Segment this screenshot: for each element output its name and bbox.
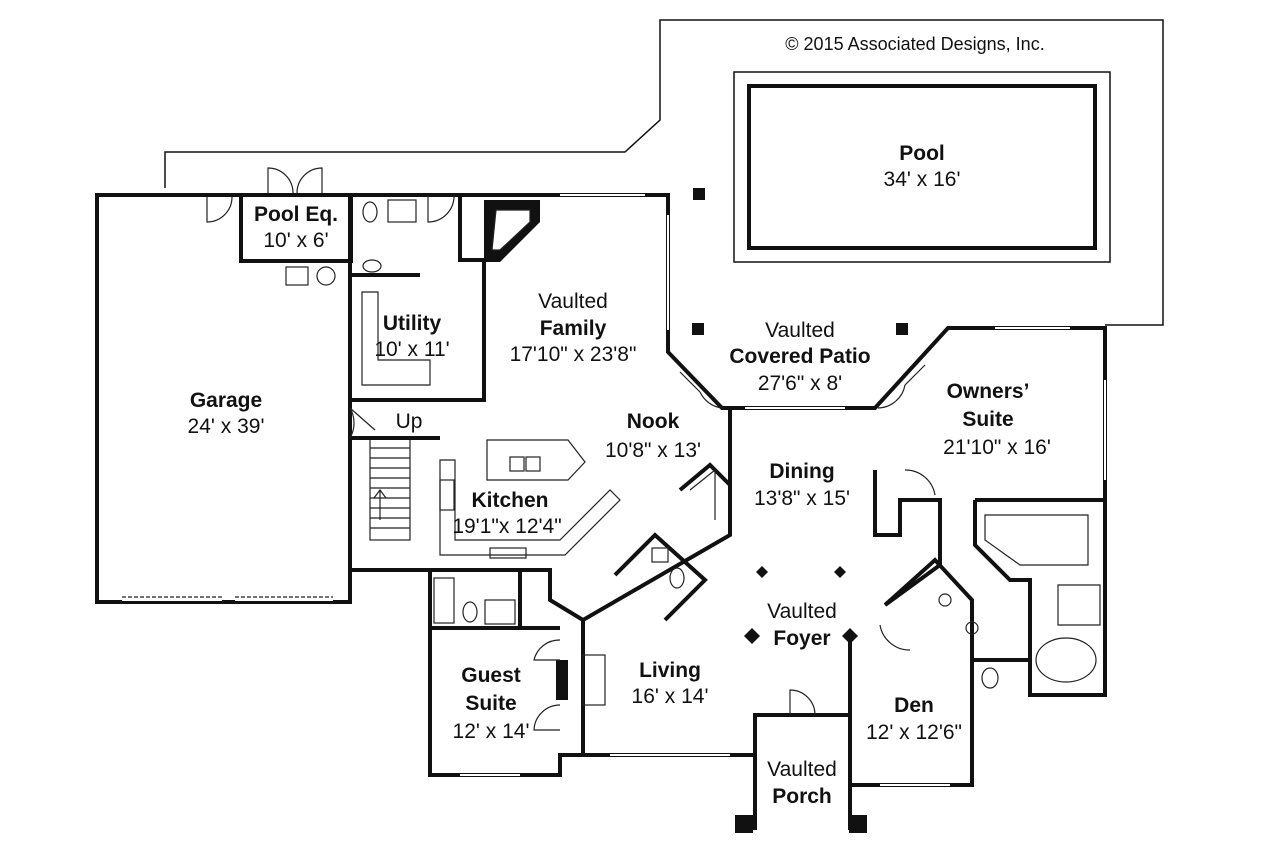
nook-label: Nook: [627, 410, 680, 433]
den-label: Den: [894, 694, 934, 717]
family-prefix: Vaulted: [538, 290, 608, 313]
sink: [362, 259, 382, 273]
owners-sink-2: [965, 621, 979, 635]
den-size: 12' x 12'6": [866, 721, 962, 744]
nook-patio-door: [679, 371, 723, 409]
den-door: [879, 624, 911, 651]
patio-label: Covered Patio: [729, 345, 870, 368]
stair-treads: [370, 447, 410, 529]
pool-equipment-box: [285, 266, 309, 286]
foyer-column-2: [834, 566, 846, 578]
family-size: 17'10" x 23'8": [510, 343, 637, 366]
owners-toilet: [981, 667, 999, 689]
patio-post-1: [693, 188, 705, 200]
guest-size: 12' x 14': [453, 720, 530, 743]
owners-tub-deck: [984, 514, 1089, 566]
pantry-shelves: [689, 468, 716, 520]
garage-size: 24' x 39': [188, 415, 265, 438]
pool-deck-outline: [164, 19, 1164, 326]
nook-size: 10'8" x 13': [605, 439, 701, 462]
garage-side-door: [206, 196, 233, 223]
powder-sink: [651, 547, 669, 563]
cooktop: [489, 547, 527, 559]
shower: [387, 199, 417, 223]
foyer-column-3: [744, 628, 760, 644]
utility-label: Utility: [383, 312, 442, 335]
kitchen-sink-1: [509, 456, 525, 472]
porch-label: Porch: [772, 785, 832, 808]
hall-vanity: [484, 599, 516, 625]
owners-label-line1: Owners’: [947, 380, 1030, 403]
patio-size: 27'6" x 8': [758, 372, 842, 395]
toilet: [362, 201, 378, 223]
main-house-walls: [460, 193, 1107, 787]
entry-door: [789, 689, 816, 716]
patio-post-2: [692, 323, 704, 335]
owners-sink-1: [938, 593, 952, 607]
living-label: Living: [639, 659, 701, 682]
owners-vanity-walls: [883, 557, 974, 660]
pool-eq-size: 10' x 6': [263, 229, 328, 252]
powder-toilet: [669, 567, 685, 589]
stairs-up-label: Up: [396, 410, 423, 433]
copyright-notice: © 2015 Associated Designs, Inc.: [785, 34, 1044, 54]
main-house-walls-west: [348, 400, 732, 777]
pool-inner: [747, 84, 1097, 250]
porch-post-2: [849, 815, 867, 833]
porch-walls: [753, 715, 852, 830]
guest-closet-door: [533, 704, 561, 731]
foyer-column-1: [756, 566, 768, 578]
pool-eq-label: Pool Eq.: [254, 203, 338, 226]
stairs: [369, 437, 411, 541]
pool: [733, 71, 1111, 263]
fireplace-hearth: [491, 209, 531, 251]
hall-tub: [433, 577, 455, 624]
fridge: [439, 479, 455, 511]
kitchen-counter: [439, 459, 621, 556]
owners-size: 21'10" x 16': [943, 436, 1051, 459]
utility-door: [427, 194, 455, 223]
living-fireplace: [582, 654, 606, 706]
stair-door: [349, 407, 376, 439]
guest-door: [533, 639, 561, 661]
porch-prefix: Vaulted: [767, 758, 837, 781]
pantry-walls: [678, 462, 732, 492]
owners-label-line2: Suite: [962, 408, 1013, 431]
porch-post-1: [735, 815, 753, 833]
utility-counter: [361, 291, 431, 386]
dining-size: 13'8" x 15': [754, 487, 850, 510]
family-label: Family: [540, 317, 607, 340]
kitchen-size: 19'1"x 12'4": [452, 515, 561, 538]
kitchen-sink-2: [525, 456, 541, 472]
foyer-prefix: Vaulted: [767, 600, 837, 623]
owners-shower: [1057, 584, 1101, 626]
dining-label: Dining: [769, 460, 834, 483]
patio-prefix: Vaulted: [765, 319, 835, 342]
owners-patio-door: [877, 364, 926, 409]
owners-soaking-tub: [1035, 637, 1097, 683]
guest-label-line1: Guest: [461, 664, 521, 687]
pool-equipment-tank: [316, 266, 336, 286]
pool-size: 34' x 16': [884, 168, 961, 191]
owners-door: [904, 469, 936, 496]
guest-label-line2: Suite: [465, 692, 516, 715]
pool-eq-door: [267, 167, 323, 194]
powder-room-walls: [613, 532, 708, 622]
foyer-column-4: [842, 628, 858, 644]
guest-closet-block: [556, 660, 568, 700]
foyer-label: Foyer: [773, 627, 830, 650]
owners-bath-walls: [973, 500, 1032, 660]
patio-post-3: [896, 323, 908, 335]
kitchen-label: Kitchen: [471, 489, 548, 512]
garage-label: Garage: [190, 389, 262, 412]
utility-walls: [348, 193, 486, 402]
utility-size: 10' x 11': [374, 338, 449, 361]
hall-toilet: [462, 601, 478, 623]
pool-label: Pool: [899, 142, 945, 165]
stair-arrow: [373, 489, 387, 520]
kitchen-island: [486, 439, 586, 481]
living-size: 16' x 14': [632, 685, 709, 708]
